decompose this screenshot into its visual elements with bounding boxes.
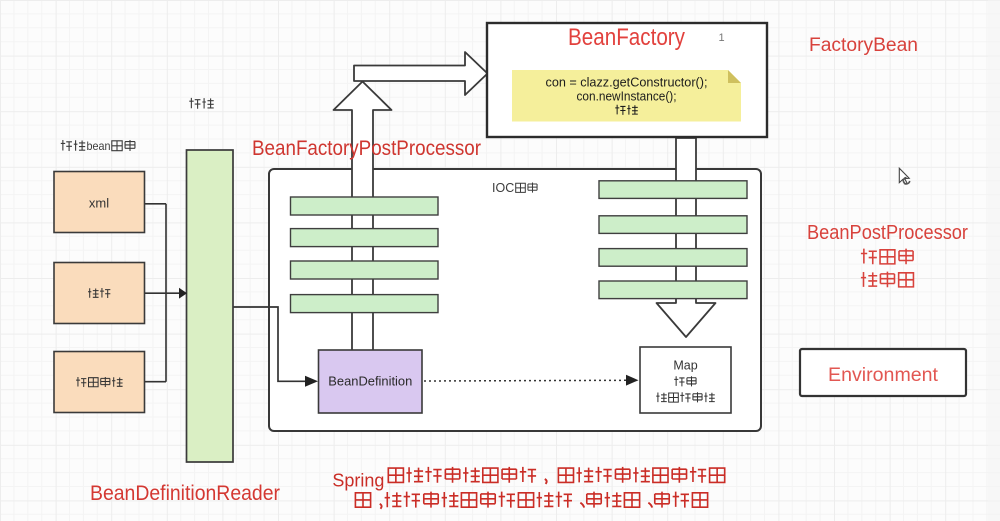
svg-text:BeanDefinition: BeanDefinition [328,375,412,389]
svg-text:BeanFactoryPostProcessor: BeanFactoryPostProcessor [252,137,481,160]
svg-text:FactoryBean: FactoryBean [809,35,918,56]
svg-text:xml: xml [89,196,109,211]
svg-text:IOC: IOC [492,181,514,195]
svg-text:BeanFactory: BeanFactory [568,24,686,51]
svg-text:Environment: Environment [828,364,939,386]
svg-text:1: 1 [719,32,725,44]
svg-text:BeanDefinitionReader: BeanDefinitionReader [90,482,280,505]
svg-text:Spring: Spring [332,471,384,492]
svg-text:con.newInstance();: con.newInstance(); [577,90,677,104]
svg-text:Map: Map [673,359,697,373]
svg-text:bean: bean [87,139,111,153]
svg-text:con = clazz.getConstructor();: con = clazz.getConstructor(); [546,76,708,90]
svg-text:BeanPostProcessor: BeanPostProcessor [807,222,968,244]
